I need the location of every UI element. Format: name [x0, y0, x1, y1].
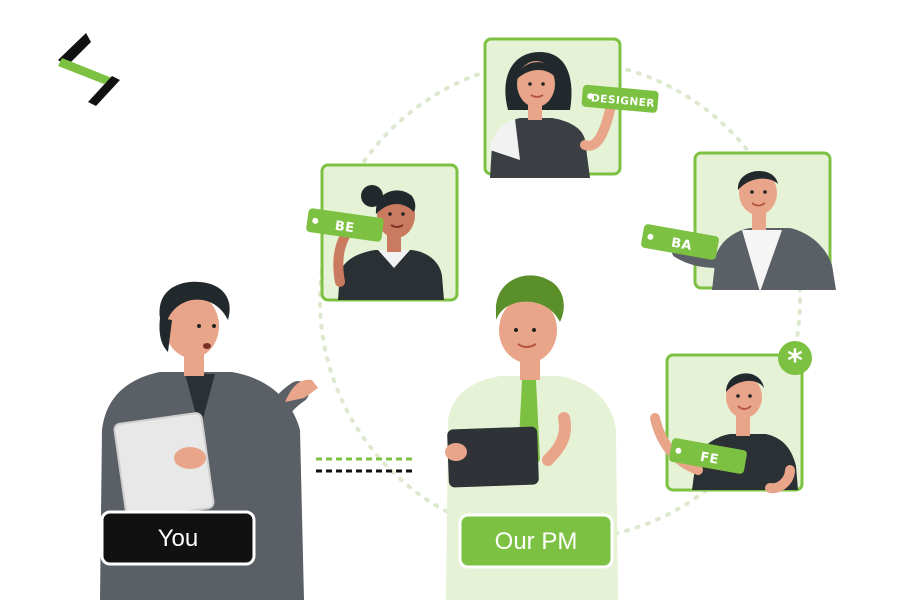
- backend-tag: BE: [306, 208, 384, 242]
- business-analyst-tag-label: BA: [670, 236, 693, 254]
- business-analyst-tag: BA: [641, 224, 719, 260]
- pm-label: Our PM: [495, 528, 578, 555]
- designer-tag-label: DESIGNER: [590, 92, 655, 110]
- connector-lines: [316, 457, 414, 473]
- designer-tag: DESIGNER: [581, 84, 659, 113]
- asterisk-badge: *: [778, 341, 812, 379]
- pm-pill: Our PM: [458, 513, 614, 569]
- designer-card: [483, 37, 622, 178]
- backend-tag-label: BE: [334, 219, 356, 237]
- brand-logo: [58, 33, 120, 106]
- frontend-tag: FE: [669, 438, 747, 474]
- business-analyst-card: [672, 151, 836, 292]
- you-pill: You: [100, 510, 256, 566]
- backend-card: [320, 163, 459, 302]
- asterisk-badge-symbol: *: [787, 344, 803, 379]
- you-label: You: [158, 525, 199, 552]
- frontend-tag-label: FE: [699, 450, 720, 468]
